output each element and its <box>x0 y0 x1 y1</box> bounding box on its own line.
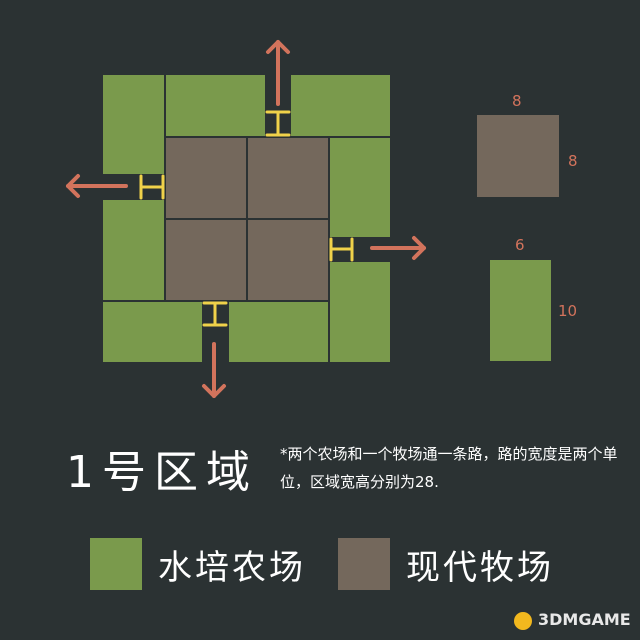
ranch-width-label: 8 <box>512 92 522 110</box>
farm-width-label: 6 <box>515 236 525 254</box>
road-connector-right <box>329 237 354 262</box>
ranch-size-sample <box>477 115 559 197</box>
farm-tile-bottom-middle <box>228 301 329 363</box>
legend-farm-label: 水培农场 <box>158 548 306 588</box>
watermark-text: 3DMGAME <box>538 610 631 629</box>
farm-tile-right-lower <box>329 261 391 363</box>
arrow-up-icon <box>266 40 290 106</box>
farm-tile-top-middle <box>165 74 266 137</box>
ranch-tile-top-left <box>165 137 247 219</box>
arrow-left-icon <box>66 174 128 198</box>
road-connector-bottom <box>202 301 228 327</box>
farm-tile-right-upper <box>329 137 391 238</box>
legend-ranch-swatch <box>338 538 390 590</box>
farm-tile-top-left <box>102 74 165 175</box>
arrow-down-icon <box>202 342 226 398</box>
area-note: *两个农场和一个牧场通一条路，路的宽度是两个单位，区域宽高分别为28. <box>280 445 618 491</box>
farm-size-sample <box>490 260 551 361</box>
farm-tile-left-lower <box>102 199 165 301</box>
road-connector-top <box>265 110 291 137</box>
legend-farm-swatch <box>90 538 142 590</box>
farm-height-label: 10 <box>558 302 578 320</box>
farm-tile-top-right <box>290 74 391 137</box>
arrow-right-icon <box>370 236 426 260</box>
area-title: 1号区域 <box>66 447 258 498</box>
ranch-tile-bottom-right <box>247 219 329 301</box>
road-connector-left <box>139 174 165 200</box>
ranch-tile-top-right <box>247 137 329 219</box>
watermark-logo-icon <box>514 612 532 630</box>
ranch-tile-bottom-left <box>165 219 247 301</box>
farm-tile-bottom-left <box>102 301 203 363</box>
legend-ranch-label: 现代牧场 <box>406 548 554 588</box>
ranch-height-label: 8 <box>568 152 578 170</box>
